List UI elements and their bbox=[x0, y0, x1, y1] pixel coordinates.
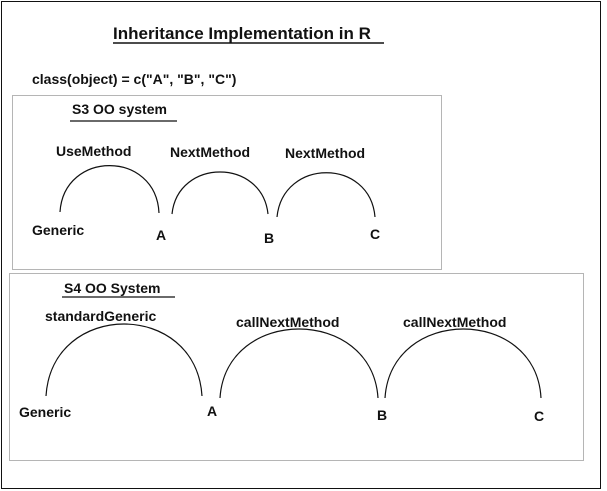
s4-callnextmethod-label-1: callNextMethod bbox=[236, 314, 339, 330]
s3-heading: S3 OO system bbox=[72, 101, 167, 117]
s3-node-b: B bbox=[264, 230, 274, 246]
s4-standardgeneric-label: standardGeneric bbox=[45, 308, 156, 324]
s3-node-generic: Generic bbox=[32, 222, 84, 238]
class-assignment-text: class(object) = c("A", "B", "C") bbox=[32, 71, 236, 87]
s4-heading: S4 OO System bbox=[64, 280, 161, 296]
s3-arc-generic-a bbox=[59, 165, 160, 214]
s4-node-a: A bbox=[207, 403, 217, 419]
s3-panel bbox=[12, 95, 442, 270]
s3-nextmethod-label-1: NextMethod bbox=[170, 144, 250, 160]
s4-arc-a-b bbox=[219, 328, 379, 399]
s4-panel bbox=[9, 273, 584, 461]
s4-node-generic: Generic bbox=[19, 404, 71, 420]
s3-usemethod-label: UseMethod bbox=[56, 143, 131, 159]
s4-arc-b-c bbox=[384, 328, 542, 399]
s4-node-b: B bbox=[377, 407, 387, 423]
s3-arc-b-c bbox=[276, 172, 376, 218]
s3-arc-a-b bbox=[171, 171, 269, 215]
s4-arc-generic-a bbox=[45, 323, 203, 397]
s4-node-c: C bbox=[534, 408, 544, 424]
s3-nextmethod-label-2: NextMethod bbox=[285, 145, 365, 161]
s3-node-c: C bbox=[370, 226, 380, 242]
diagram-title: Inheritance Implementation in R bbox=[113, 24, 371, 43]
s4-callnextmethod-label-2: callNextMethod bbox=[403, 314, 506, 330]
s3-node-a: A bbox=[156, 227, 166, 243]
